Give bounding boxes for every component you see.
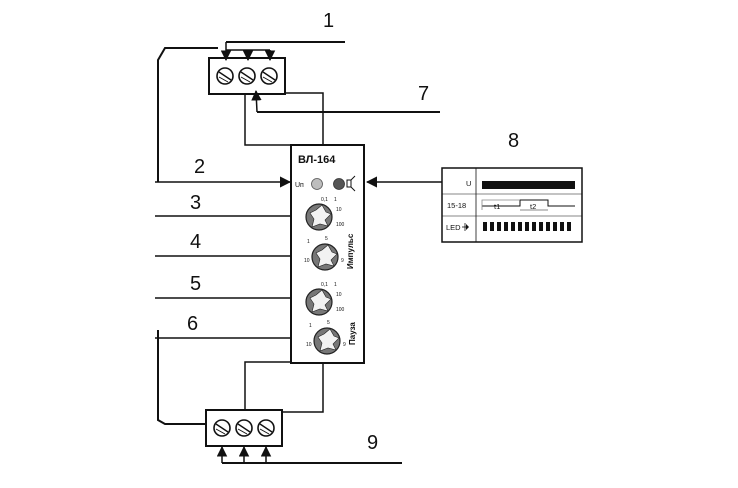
bottom-terminal-screw: [257, 419, 275, 437]
bottom-terminal-neck: [244, 361, 324, 413]
bottom-terminal-screw: [213, 419, 231, 437]
callout-number-7: 7: [418, 83, 429, 105]
svg-text:9: 9: [343, 342, 346, 348]
pulse-dial-knob[interactable]: [311, 243, 339, 271]
pause-range-scale: 0,1 1 10 100: [321, 282, 345, 313]
svg-text:10: 10: [306, 342, 312, 348]
svg-text:10: 10: [304, 258, 310, 264]
timing-segment-t2: t2: [530, 202, 536, 211]
power-indicator-label: Uп: [295, 182, 304, 189]
svg-text:0,1: 0,1: [321, 197, 328, 203]
svg-text:0,1: 0,1: [321, 282, 328, 288]
pulse-dial-scale: 10 1 5 9: [304, 236, 344, 264]
callout-number-8: 8: [508, 130, 519, 152]
timing-row-label-u: U: [466, 179, 471, 188]
top-terminal-screw: [216, 67, 234, 85]
led-blink-trace: [483, 222, 571, 231]
led-symbol-icon: [462, 223, 469, 231]
top-terminal-screw: [260, 67, 278, 85]
pulse-label: Импульс: [346, 233, 355, 269]
timing-row-label-led: LED: [446, 223, 461, 232]
callout-number-1: 1: [323, 10, 334, 32]
pause-dial-knob[interactable]: [313, 327, 341, 355]
svg-text:100: 100: [336, 307, 345, 313]
timing-segment-t1: t1: [494, 202, 500, 211]
svg-text:5: 5: [327, 320, 330, 326]
callout-number-9: 9: [367, 432, 378, 454]
pulse-range-scale: 0,1 1 10 100: [321, 197, 345, 228]
svg-text:100: 100: [336, 222, 345, 228]
bottom-terminal-block: [205, 409, 283, 447]
callout-number-2: 2: [194, 156, 205, 178]
svg-text:10: 10: [336, 207, 342, 213]
pause-dial-scale: 10 1 5 9: [306, 320, 346, 348]
svg-text:1: 1: [334, 282, 337, 288]
callout-number-5: 5: [190, 273, 201, 295]
pause-range-knob[interactable]: [305, 288, 333, 316]
callout-number-6: 6: [187, 313, 198, 335]
svg-text:9: 9: [341, 258, 344, 264]
top-terminal-neck: [244, 92, 324, 146]
svg-text:10: 10: [336, 292, 342, 298]
bottom-terminal-screw: [235, 419, 253, 437]
pulse-range-knob[interactable]: [305, 203, 333, 231]
power-led: [311, 178, 323, 190]
output-led: [333, 178, 345, 190]
model-label: ВЛ-164: [298, 154, 336, 166]
timing-diagram: U 15-18 LED t1 t2: [441, 167, 583, 243]
svg-text:5: 5: [325, 236, 328, 242]
svg-text:1: 1: [307, 239, 310, 245]
callout-1-wire: [220, 41, 345, 62]
relay-contact-icon: [346, 175, 356, 192]
svg-text:1: 1: [334, 197, 337, 203]
callout-9-wire: [216, 445, 402, 464]
supply-voltage-trace: [482, 181, 575, 189]
pause-label: Пауза: [348, 322, 357, 345]
top-terminal-block: [208, 57, 286, 95]
timing-row-label-contacts: 15-18: [447, 201, 466, 210]
callout-number-3: 3: [190, 192, 201, 214]
top-terminal-screw: [238, 67, 256, 85]
svg-text:1: 1: [309, 323, 312, 329]
callout-number-4: 4: [190, 231, 201, 253]
contact-state-trace: [481, 199, 575, 211]
callout-7-wire: [251, 89, 440, 113]
din-rail-clip-outline: [157, 47, 218, 425]
